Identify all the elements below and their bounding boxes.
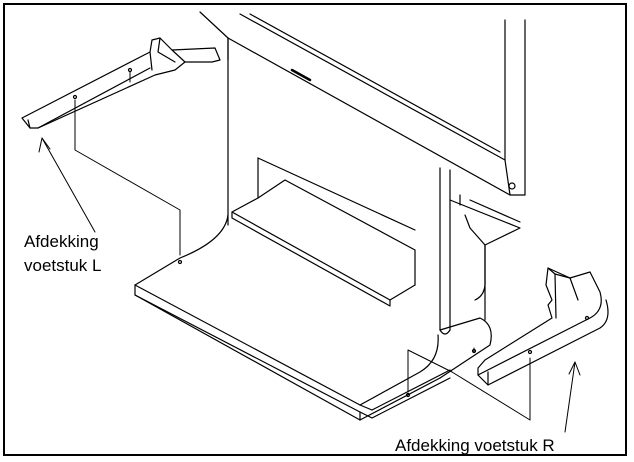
label-left-line2: voetstuk L xyxy=(24,256,102,275)
arrow-right xyxy=(564,361,581,433)
display-panel xyxy=(199,11,526,196)
label-right: Afdekking voetstuk R xyxy=(395,436,555,455)
panasonic-logo xyxy=(290,68,312,82)
foot-cover-left xyxy=(21,37,221,129)
inner-bracket xyxy=(231,157,416,307)
base-plate xyxy=(134,214,492,421)
guide-lines xyxy=(74,71,531,421)
label-left-line1: Afdekking xyxy=(24,232,99,251)
foot-cover-right xyxy=(477,267,609,386)
arrow-left xyxy=(38,137,96,233)
stand-column xyxy=(227,37,521,335)
